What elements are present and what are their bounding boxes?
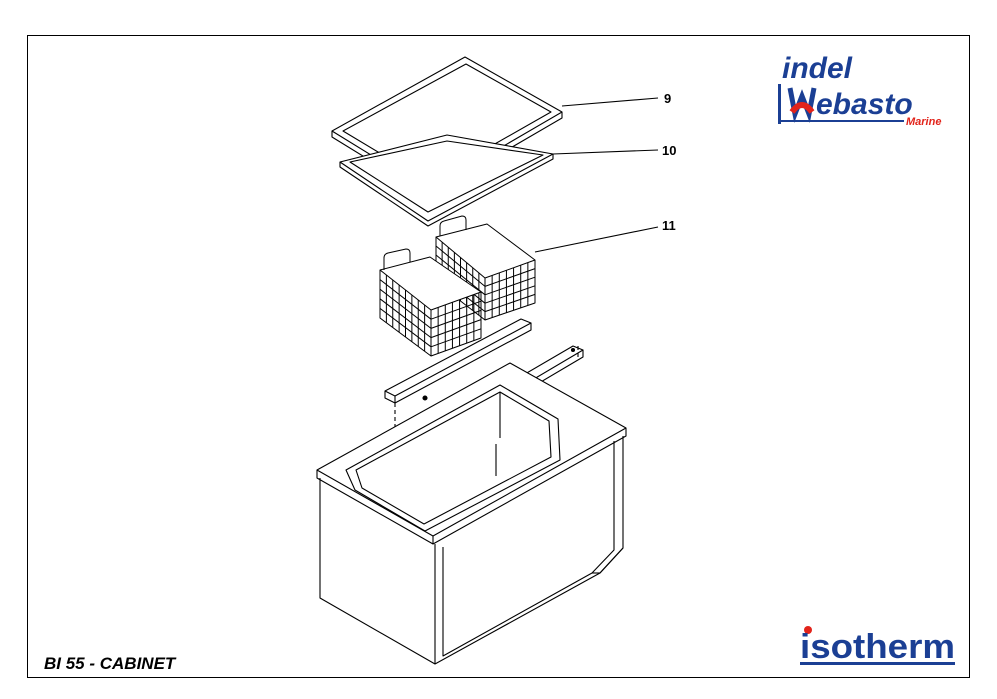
svg-text:isotherm: isotherm <box>800 628 955 666</box>
svg-text:ebasto: ebasto <box>816 88 913 121</box>
wire-basket-right <box>435 215 536 321</box>
drawing-title: BI 55 - CABINET <box>44 654 176 673</box>
svg-text:indel: indel <box>782 52 853 85</box>
drawing-frame <box>27 35 970 678</box>
wire-basket-left <box>379 248 482 357</box>
callout-11: 11 <box>662 218 676 233</box>
callout-9: 9 <box>664 91 672 106</box>
indel-webasto-logo: indel ebasto Marine <box>778 52 941 128</box>
leader-line-10 <box>552 149 659 155</box>
leader-line-11 <box>534 226 659 253</box>
leader-line-9 <box>561 97 659 107</box>
cabinet-body <box>316 362 627 665</box>
isotherm-logo: isotherm <box>800 626 955 666</box>
svg-text:Marine: Marine <box>906 116 941 128</box>
callout-10: 10 <box>662 143 677 158</box>
